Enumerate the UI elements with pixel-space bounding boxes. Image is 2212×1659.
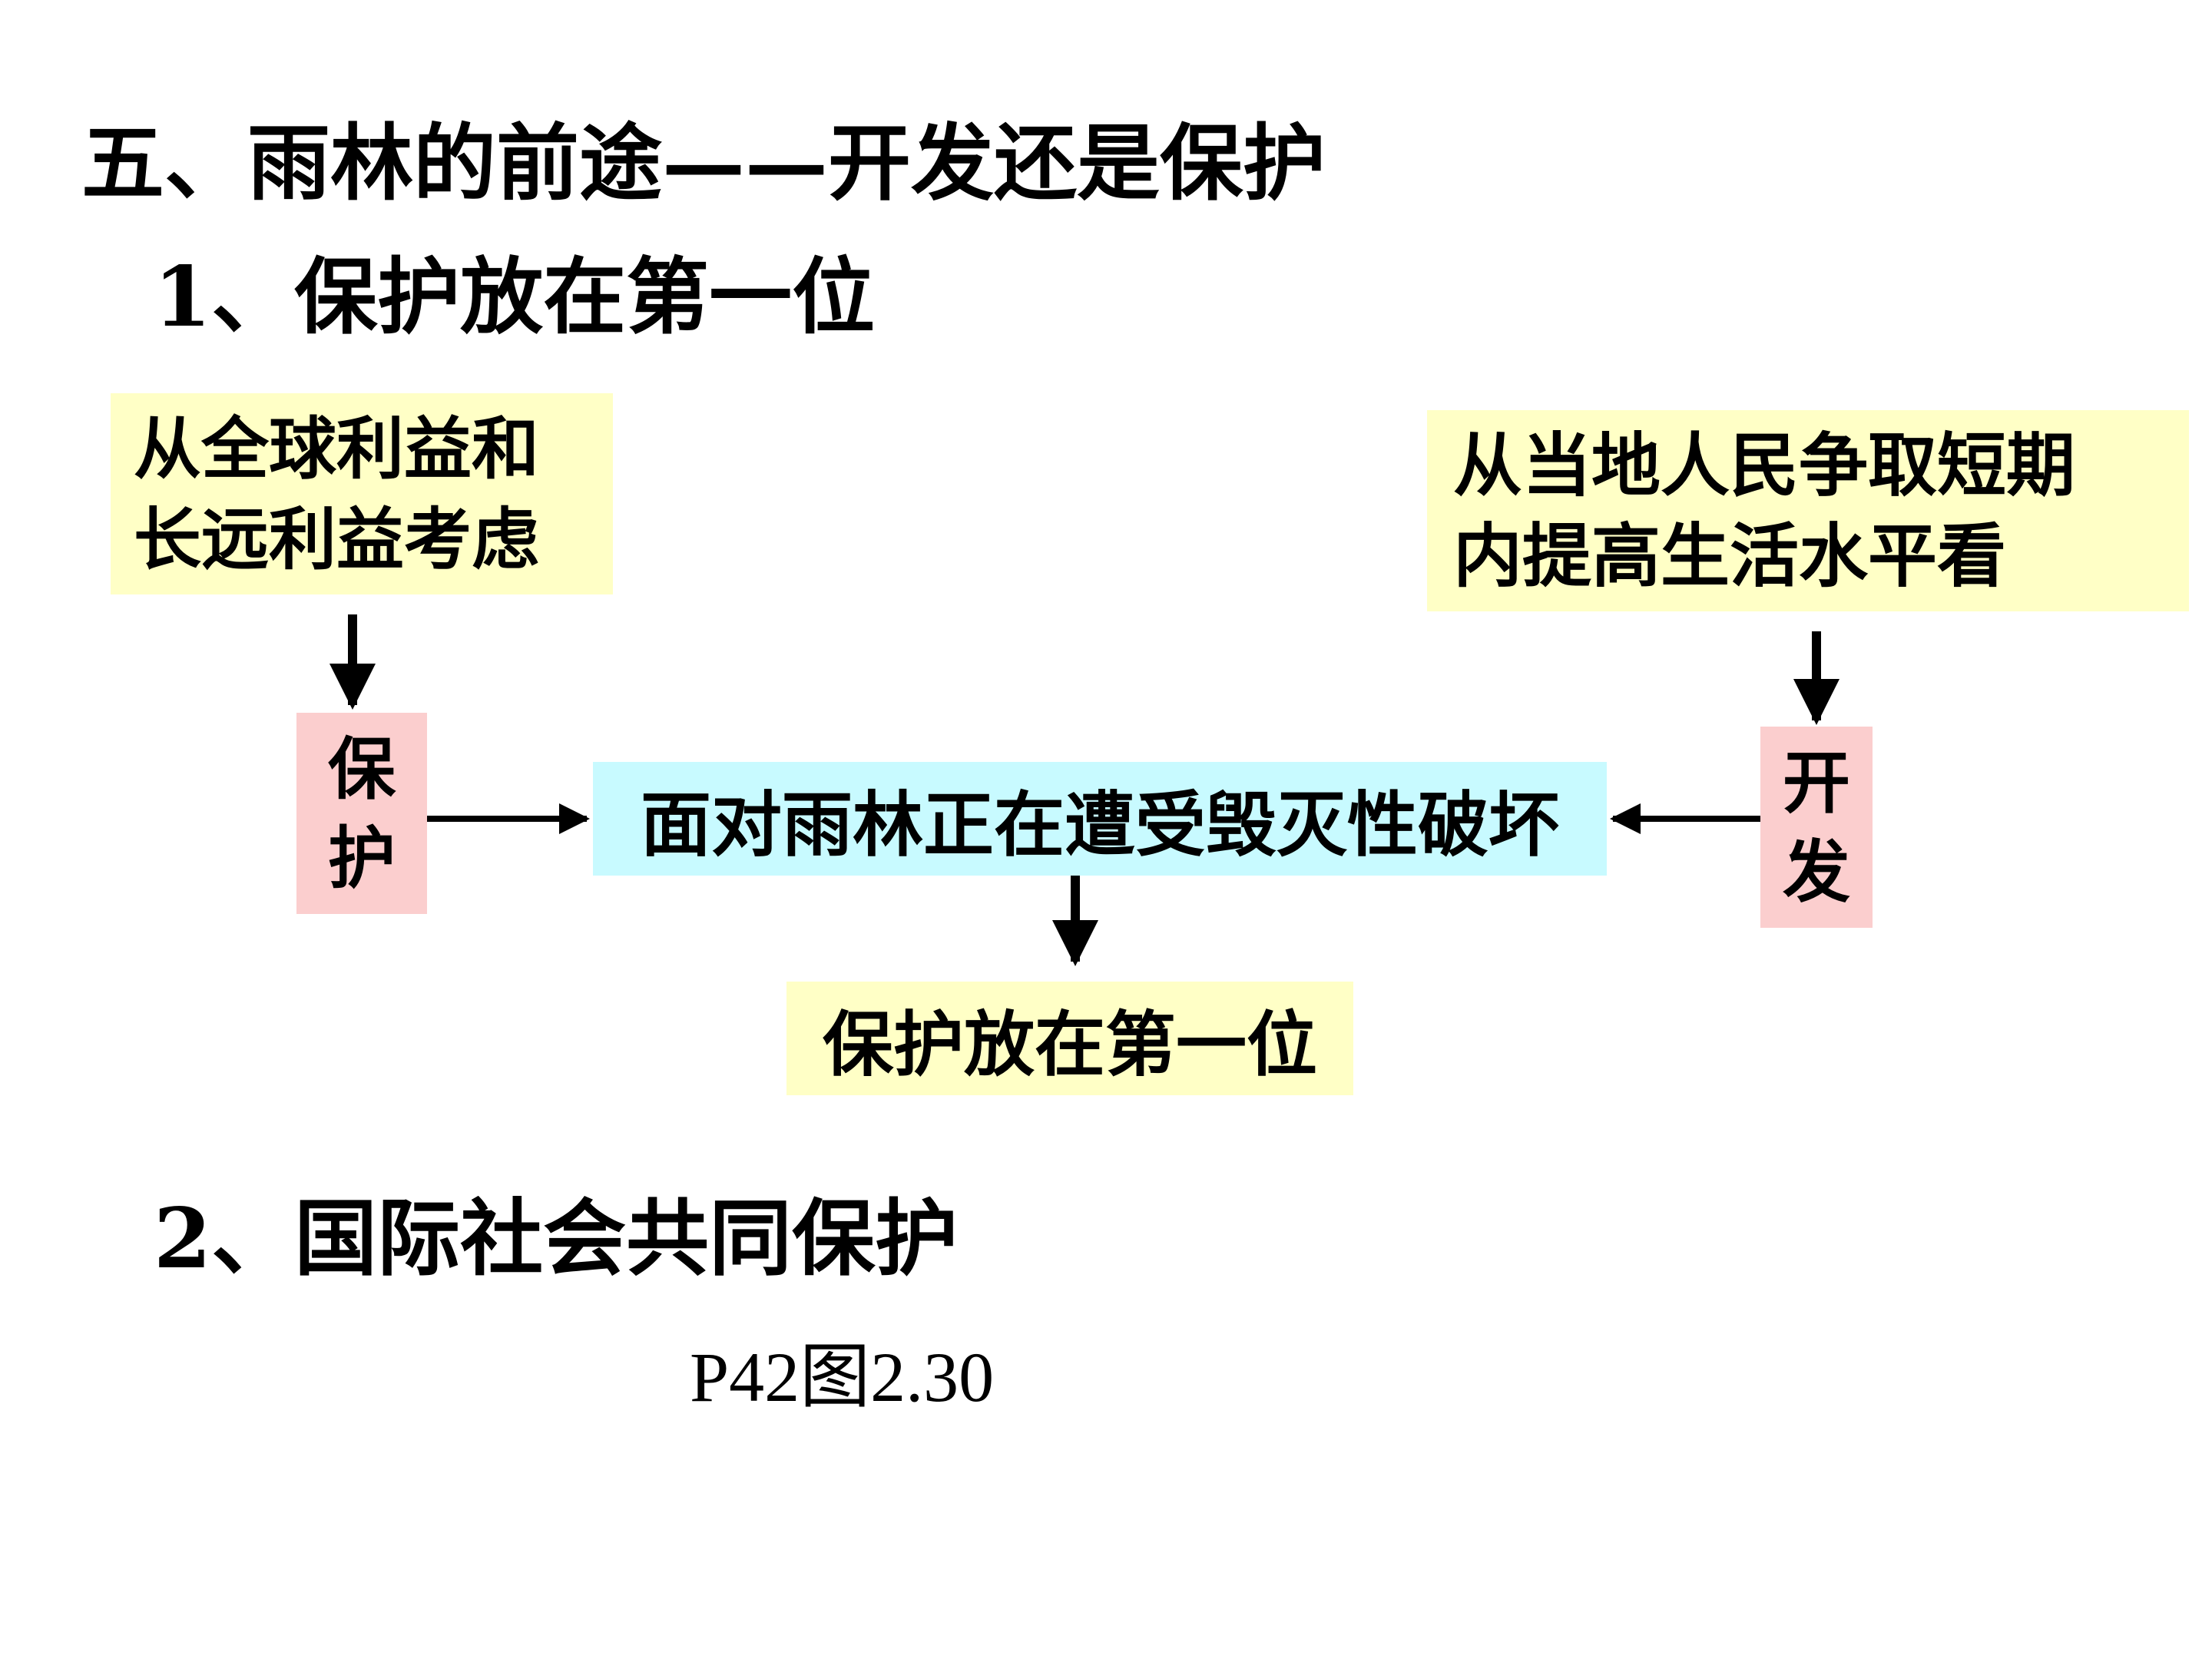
local-view-line-2: 内提高生活水平看 bbox=[1453, 515, 2006, 597]
develop-char-2: 发 bbox=[1782, 832, 1850, 912]
global-view-box: 从全球利益和 长远利益考虑 bbox=[111, 393, 613, 594]
protect-char-2: 护 bbox=[327, 818, 396, 898]
develop-box: 开 发 bbox=[1760, 727, 1873, 928]
protect-box: 保 护 bbox=[296, 713, 427, 914]
local-view-line-1: 从当地人民争取短期 bbox=[1453, 425, 2075, 506]
rainforest-destruction-box: 面对雨林正在遭受毁灭性破坏 bbox=[593, 762, 1607, 876]
global-view-line-1: 从全球利益和 bbox=[134, 409, 540, 488]
develop-char-1: 开 bbox=[1782, 743, 1850, 823]
global-view-line-2: 长远利益考虑 bbox=[134, 499, 540, 579]
page-title: 五、雨林的前途——开发还是保护 bbox=[81, 115, 1326, 212]
section-2-heading: 2、国际社会共同保护 bbox=[154, 1190, 959, 1287]
local-view-box: 从当地人民争取短期 内提高生活水平看 bbox=[1427, 410, 2189, 611]
conclusion-box: 保护放在第一位 bbox=[786, 982, 1353, 1095]
figure-reference: P42图2.30 bbox=[690, 1338, 995, 1416]
protect-char-1: 保 bbox=[327, 729, 396, 809]
section-1-heading: 1、保护放在第一位 bbox=[154, 249, 876, 346]
